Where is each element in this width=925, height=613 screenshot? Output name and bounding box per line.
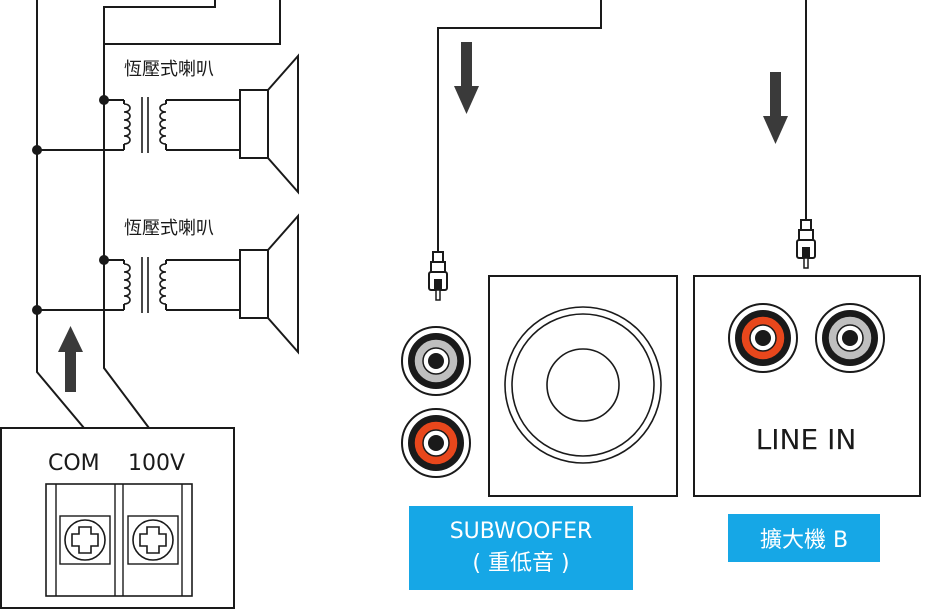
subwoofer-label: SUBWOOFER ( 重低音 ): [409, 506, 633, 590]
terminal-100v-label: 100V: [128, 451, 185, 476]
screw-100v-icon: [132, 519, 174, 561]
subwoofer-cable: [437, 0, 602, 256]
subwoofer-jack-red: [401, 408, 471, 478]
amplifier-jack-white: [815, 303, 885, 373]
signal-up-arrow-icon: [58, 326, 83, 392]
speaker-2: [239, 213, 299, 355]
subwoofer-down-arrow-icon: [454, 42, 479, 114]
subwoofer-jack-white: [401, 326, 471, 396]
terminal-block: [0, 427, 235, 609]
speaker-wiring: [36, 0, 281, 429]
terminal-com-label: COM: [48, 451, 100, 476]
amplifier-rca-plug-icon: [796, 219, 816, 269]
transformer-1: [99, 95, 240, 153]
speaker-label-2: 恆壓式喇叭: [124, 218, 214, 239]
junction-dot: [32, 305, 42, 315]
subwoofer-label-line2: ( 重低音 ): [472, 551, 570, 576]
transformer-2: [99, 255, 240, 313]
amplifier-label-text: 擴大機 B: [759, 528, 849, 553]
junction-dot: [32, 145, 42, 155]
amplifier-jack-red: [728, 303, 798, 373]
screw-com-icon: [64, 519, 106, 561]
amplifier-label: 擴大機 B: [728, 514, 880, 562]
speaker-1: [239, 53, 299, 195]
line-in-label: LINE IN: [756, 423, 857, 456]
subwoofer-cabinet: [488, 275, 678, 497]
subwoofer-label-line1: SUBWOOFER: [449, 519, 593, 544]
subwoofer-rca-plug-icon: [428, 251, 448, 301]
amplifier-down-arrow-icon: [763, 72, 788, 144]
speaker-label-1: 恆壓式喇叭: [124, 59, 214, 80]
amplifier-panel: [693, 275, 921, 497]
